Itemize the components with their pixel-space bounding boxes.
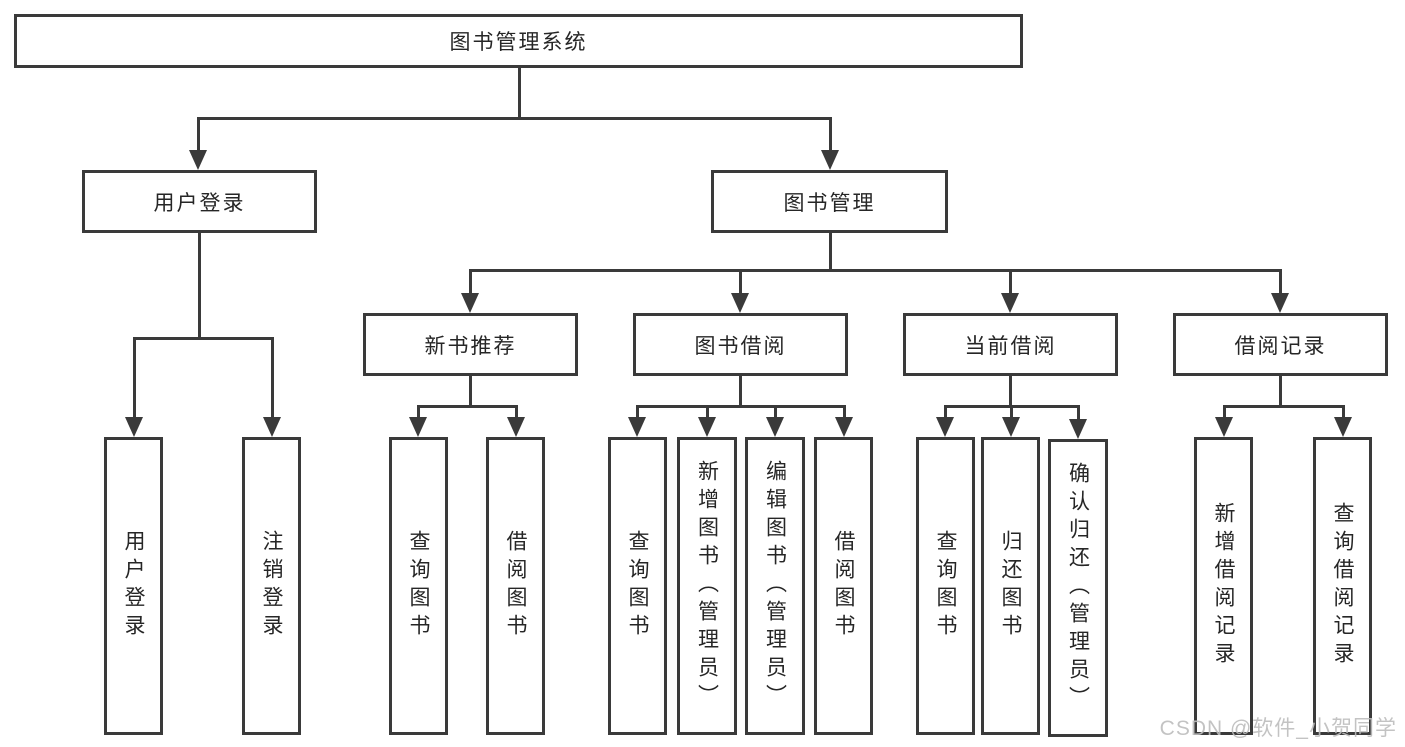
connector-drop bbox=[417, 405, 420, 418]
arrowhead-down-icon bbox=[461, 293, 479, 313]
leaf-query-books-current: 查询图书 bbox=[916, 437, 975, 735]
node-new-book-recommendation: 新书推荐 bbox=[363, 313, 578, 376]
arrowhead-down-icon bbox=[766, 417, 784, 437]
connector-drop bbox=[843, 405, 846, 418]
connector-drop bbox=[133, 337, 136, 418]
arrowhead-down-icon bbox=[1334, 417, 1352, 437]
connector-drop bbox=[774, 405, 777, 418]
connector-stem bbox=[1279, 374, 1282, 407]
arrowhead-down-icon bbox=[821, 150, 839, 170]
arrowhead-down-icon bbox=[731, 293, 749, 313]
node-library-management-system: 图书管理系统 bbox=[14, 14, 1023, 68]
leaf-borrow-books: 借阅图书 bbox=[814, 437, 873, 735]
connector-drop bbox=[1223, 405, 1226, 418]
connector-stem bbox=[469, 374, 472, 407]
connector-bar bbox=[636, 405, 845, 408]
arrowhead-down-icon bbox=[936, 417, 954, 437]
csdn-watermark: CSDN @软件_小贺同学 bbox=[1159, 717, 1397, 740]
node-label: 当前借阅 bbox=[964, 334, 1057, 358]
node-current-borrowing: 当前借阅 bbox=[903, 313, 1118, 376]
arrowhead-down-icon bbox=[1069, 419, 1087, 439]
leaf-edit-books-admin: 编辑图书（管理员） bbox=[745, 437, 805, 735]
node-label: 用户登录 bbox=[153, 191, 246, 215]
leaf-logout: 注销登录 bbox=[242, 437, 301, 735]
node-label: 新增借阅记录 bbox=[1212, 502, 1235, 670]
leaf-borrow-books-recommend: 借阅图书 bbox=[486, 437, 545, 735]
arrowhead-down-icon bbox=[507, 417, 525, 437]
connector-drop bbox=[739, 269, 742, 294]
connector-stem bbox=[1009, 374, 1012, 407]
node-label: 查询图书 bbox=[407, 530, 430, 642]
leaf-return-books: 归还图书 bbox=[981, 437, 1040, 735]
node-user-login-module: 用户登录 bbox=[82, 170, 317, 233]
connector-drop bbox=[1009, 269, 1012, 294]
node-label: 新书推荐 bbox=[424, 334, 517, 358]
node-label: 新增图书（管理员） bbox=[695, 460, 719, 712]
arrowhead-down-icon bbox=[189, 150, 207, 170]
connector-stem bbox=[518, 68, 521, 119]
connector-drop bbox=[1077, 405, 1080, 420]
leaf-query-books-borrowing: 查询图书 bbox=[608, 437, 667, 735]
arrowhead-down-icon bbox=[125, 417, 143, 437]
node-label: 借阅记录 bbox=[1234, 334, 1327, 358]
connector-drop bbox=[197, 117, 200, 151]
connector-drop bbox=[636, 405, 639, 418]
connector-bar bbox=[133, 337, 273, 340]
leaf-query-books-recommend: 查询图书 bbox=[389, 437, 448, 735]
arrowhead-down-icon bbox=[263, 417, 281, 437]
leaf-add-borrow-record: 新增借阅记录 bbox=[1194, 437, 1253, 735]
node-label: 归还图书 bbox=[999, 530, 1022, 642]
connector-bar bbox=[1223, 405, 1344, 408]
leaf-query-borrow-record: 查询借阅记录 bbox=[1313, 437, 1372, 735]
connector-drop bbox=[944, 405, 947, 418]
node-book-management-module: 图书管理 bbox=[711, 170, 948, 233]
connector-bar bbox=[197, 117, 831, 120]
leaf-confirm-return-admin: 确认归还（管理员） bbox=[1048, 439, 1108, 737]
arrowhead-down-icon bbox=[1271, 293, 1289, 313]
connector-stem bbox=[198, 233, 201, 339]
arrowhead-down-icon bbox=[1002, 417, 1020, 437]
arrowhead-down-icon bbox=[409, 417, 427, 437]
connector-bar bbox=[469, 269, 1281, 272]
node-label: 查询图书 bbox=[934, 530, 957, 642]
node-label: 用户登录 bbox=[122, 530, 145, 642]
connector-drop bbox=[469, 269, 472, 294]
arrowhead-down-icon bbox=[1215, 417, 1233, 437]
leaf-user-login: 用户登录 bbox=[104, 437, 163, 735]
node-book-borrowing: 图书借阅 bbox=[633, 313, 848, 376]
node-label: 注销登录 bbox=[260, 530, 283, 642]
connector-drop bbox=[271, 337, 274, 418]
connector-bar bbox=[417, 405, 517, 408]
node-label: 借阅图书 bbox=[832, 530, 855, 642]
node-borrowing-records: 借阅记录 bbox=[1173, 313, 1388, 376]
node-label: 图书管理系统 bbox=[449, 31, 588, 54]
connector-drop bbox=[1279, 269, 1282, 294]
node-label: 图书管理 bbox=[783, 191, 876, 215]
arrowhead-down-icon bbox=[1001, 293, 1019, 313]
connector-drop bbox=[1010, 405, 1013, 418]
connector-drop bbox=[515, 405, 518, 418]
arrowhead-down-icon bbox=[835, 417, 853, 437]
connector-drop bbox=[829, 117, 832, 151]
arrowhead-down-icon bbox=[628, 417, 646, 437]
node-label: 图书借阅 bbox=[694, 334, 787, 358]
connector-drop bbox=[706, 405, 709, 418]
connector-stem bbox=[739, 374, 742, 407]
node-label: 借阅图书 bbox=[504, 530, 527, 642]
connector-stem bbox=[829, 233, 832, 271]
node-label: 查询图书 bbox=[626, 530, 649, 642]
node-label: 确认归还（管理员） bbox=[1066, 462, 1090, 714]
node-label: 查询借阅记录 bbox=[1331, 502, 1354, 670]
arrowhead-down-icon bbox=[698, 417, 716, 437]
connector-drop bbox=[1342, 405, 1345, 418]
node-label: 编辑图书（管理员） bbox=[763, 460, 787, 712]
leaf-add-books-admin: 新增图书（管理员） bbox=[677, 437, 737, 735]
